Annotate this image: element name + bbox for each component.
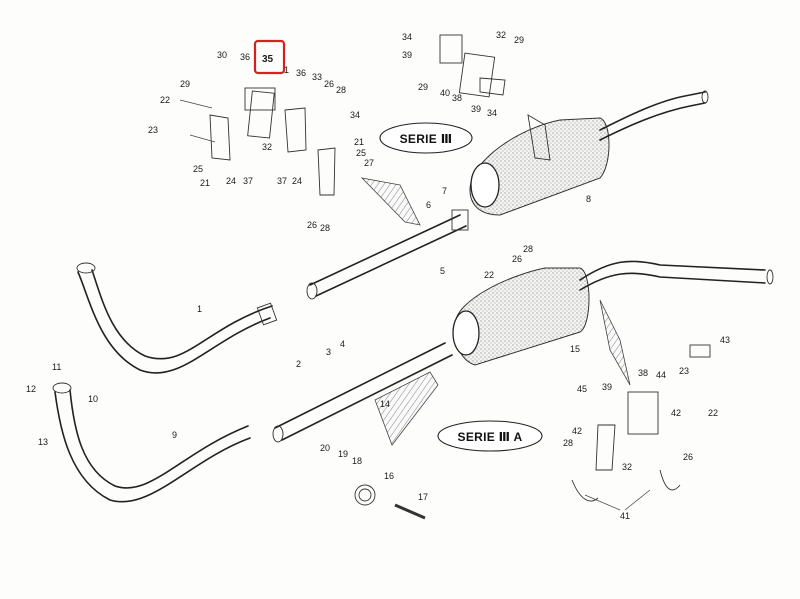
callout-43: 43 [720,335,730,345]
callout-23: 23 [679,366,689,376]
callout-2: 2 [296,359,301,369]
callout-26: 26 [512,254,522,264]
callout-34: 34 [350,110,360,120]
callout-34: 34 [487,108,497,118]
callout-20: 20 [320,443,330,453]
callouts: 30 36 35 1 36 33 26 28 29 22 34 23 25 32… [26,30,730,521]
callout-21: 21 [200,178,210,188]
callout-13: 13 [38,437,48,447]
serie-3-label: SERIE Ⅲ [379,122,473,154]
callout-25: 25 [193,164,203,174]
callout-36: 36 [296,68,306,78]
rear-silencer-serie-3 [469,90,709,216]
callout-23: 23 [148,125,158,135]
callout-7: 7 [442,186,447,196]
callout-29: 29 [180,79,190,89]
callout-37: 37 [277,176,287,186]
clamp-16 [354,484,376,506]
callout-28: 28 [320,223,330,233]
callout-9: 9 [172,430,177,440]
callout-41: 41 [620,511,630,521]
leader-41-b [624,489,651,511]
callout-22: 22 [160,95,170,105]
callout-22: 22 [484,270,494,280]
front-silencer-serie-3a [452,260,774,366]
callout-5: 5 [440,266,445,276]
callout-39: 39 [602,382,612,392]
callout-30: 30 [217,50,227,60]
callout-33: 33 [312,72,322,82]
flange-joint-6 [451,209,469,231]
callout-42: 42 [671,408,681,418]
callout-21: 21 [354,137,364,147]
callout-42: 42 [572,426,582,436]
callout-35: 35 [262,54,274,65]
callout-19: 19 [338,449,348,459]
hanger-strap-lower [374,371,439,446]
callout-32: 32 [262,142,272,152]
callout-27: 27 [364,158,374,168]
callout-8: 8 [586,194,591,204]
hanger-strap-right [599,299,631,386]
callout-44: 44 [656,370,666,380]
callout-36: 36 [240,52,250,62]
callout-26: 26 [324,79,334,89]
callout-11: 11 [52,362,61,372]
front-pipe-1 [76,262,278,374]
bracket-cluster-upper-right [439,34,551,161]
callout-24: 24 [226,176,236,186]
callout-25: 25 [356,148,366,158]
svg-text:SERIE Ⅲ A: SERIE Ⅲ A [458,430,523,444]
callout-28: 28 [523,244,533,254]
callout-38: 38 [452,93,462,103]
callout-29: 29 [514,35,524,45]
callout-39: 39 [471,104,481,114]
highlight-part-35[interactable] [253,39,286,75]
hanger-strap-upper [360,177,421,226]
callout-16: 16 [384,471,394,481]
callout-28: 28 [336,85,346,95]
callout-22: 22 [708,408,718,418]
callout-12: 12 [26,384,36,394]
callout-39: 39 [402,50,412,60]
callout-1: 1 [197,304,202,314]
callout-1: 1 [284,65,289,75]
callout-26: 26 [683,452,693,462]
intermediate-pipe-5 [306,214,467,300]
callout-17: 17 [418,492,428,502]
callout-29: 29 [418,82,428,92]
leader-41-a [584,494,621,511]
callout-26: 26 [307,220,317,230]
bracket-cluster-upper-left [179,87,336,196]
callout-40: 40 [440,88,450,98]
front-pipe-9 [52,382,251,503]
svg-text:SERIE Ⅲ: SERIE Ⅲ [400,132,453,146]
callout-37: 37 [243,176,253,186]
callout-4: 4 [340,339,345,349]
bolt-17 [394,503,426,520]
callout-38: 38 [638,368,648,378]
callout-3: 3 [326,347,331,357]
callout-24: 24 [292,176,302,186]
callout-32: 32 [622,462,632,472]
callout-6: 6 [426,200,431,210]
callout-28: 28 [563,438,573,448]
callout-32: 32 [496,30,506,40]
callout-18: 18 [352,456,362,466]
callout-15: 15 [570,344,580,354]
callout-34: 34 [402,32,412,42]
callout-14: 14 [380,399,390,409]
callout-45: 45 [577,384,587,394]
serie-3a-label: SERIE Ⅲ A [437,420,543,452]
intermediate-pipe-14 [272,342,453,443]
callout-10: 10 [88,394,98,404]
